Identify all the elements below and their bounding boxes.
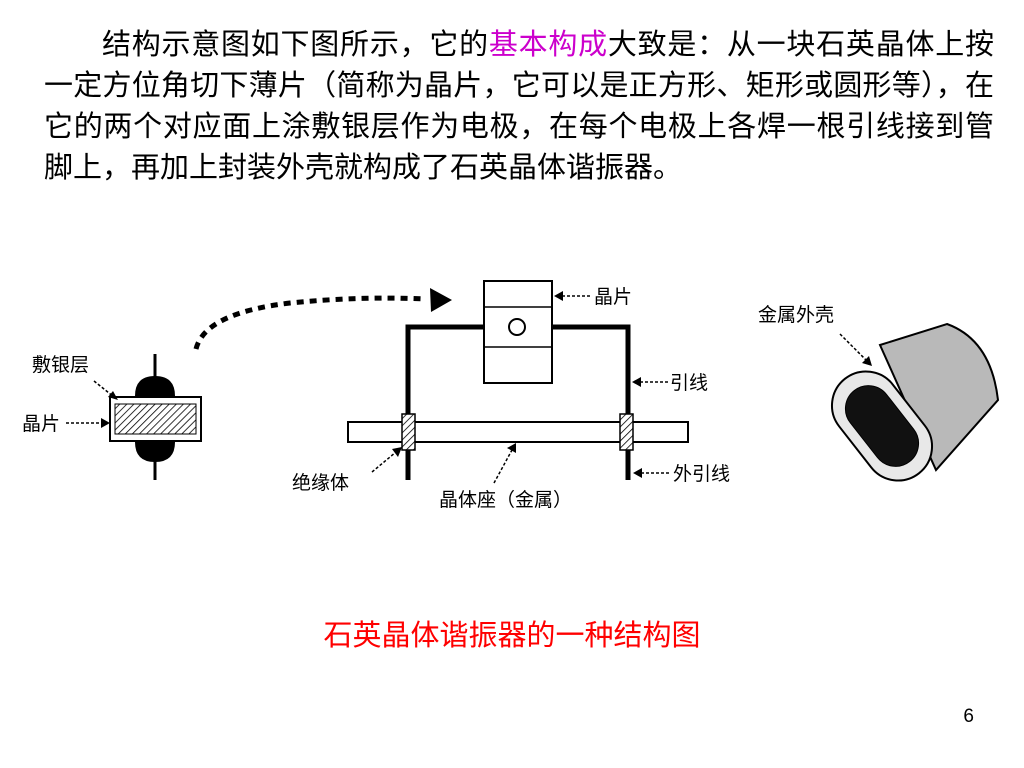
label-shell: 金属外壳 bbox=[758, 304, 834, 326]
metal-shell bbox=[830, 322, 1000, 482]
arrowhead-insulator bbox=[392, 447, 402, 457]
arrowhead-chip-left bbox=[101, 418, 110, 428]
label-silver-layer: 敷银层 bbox=[32, 354, 89, 376]
curved-arrowhead bbox=[430, 288, 452, 312]
chip-hatched bbox=[114, 403, 197, 435]
arrowhead-base bbox=[507, 443, 516, 453]
crystal-base bbox=[347, 421, 689, 443]
intro-paragraph: 结构示意图如下图所示，它的基本构成大致是：从一块石英晶体上按一定方位角切下薄片（… bbox=[44, 24, 994, 188]
shell-body bbox=[878, 322, 1000, 472]
arrow-shell bbox=[839, 333, 867, 361]
label-base: 晶体座（金属） bbox=[439, 489, 572, 511]
label-chip-top: 晶片 bbox=[594, 286, 632, 308]
silver-layer-bottom bbox=[135, 442, 175, 462]
curved-dotted-arrow bbox=[193, 295, 426, 350]
label-insulator: 绝缘体 bbox=[292, 472, 349, 494]
chip-side-view bbox=[109, 354, 202, 480]
page-number: 6 bbox=[963, 706, 974, 727]
arrowhead-shell bbox=[862, 356, 872, 366]
arrowhead-lead bbox=[632, 377, 641, 387]
intro-text-1: 结构示意图如下图所示，它的 bbox=[102, 27, 489, 61]
insulator-left bbox=[401, 413, 416, 451]
arrow-base bbox=[493, 449, 513, 484]
arrow-insulator bbox=[371, 451, 397, 473]
label-outer-lead: 外引线 bbox=[673, 463, 730, 485]
figure-caption: 石英晶体谐振器的一种结构图 bbox=[323, 618, 701, 652]
insulator-right bbox=[619, 413, 634, 451]
silver-layer-top bbox=[135, 376, 175, 396]
label-chip-left: 晶片 bbox=[22, 413, 60, 435]
lead-left bbox=[405, 324, 485, 480]
arrowhead-chip-top bbox=[554, 291, 563, 301]
label-lead: 引线 bbox=[670, 372, 708, 394]
solder-point bbox=[508, 318, 526, 336]
arrowhead-outer-lead bbox=[633, 468, 642, 478]
shell-opening bbox=[844, 385, 920, 467]
intro-text-2: 大致是：从一块石英晶体上按一定方位角切下薄片（简称为晶片，它可以是正方形、矩形或… bbox=[44, 27, 994, 184]
resonator-assembly bbox=[347, 280, 689, 480]
intro-highlight: 基本构成 bbox=[488, 27, 608, 61]
arrowhead-silver-layer bbox=[108, 391, 118, 400]
